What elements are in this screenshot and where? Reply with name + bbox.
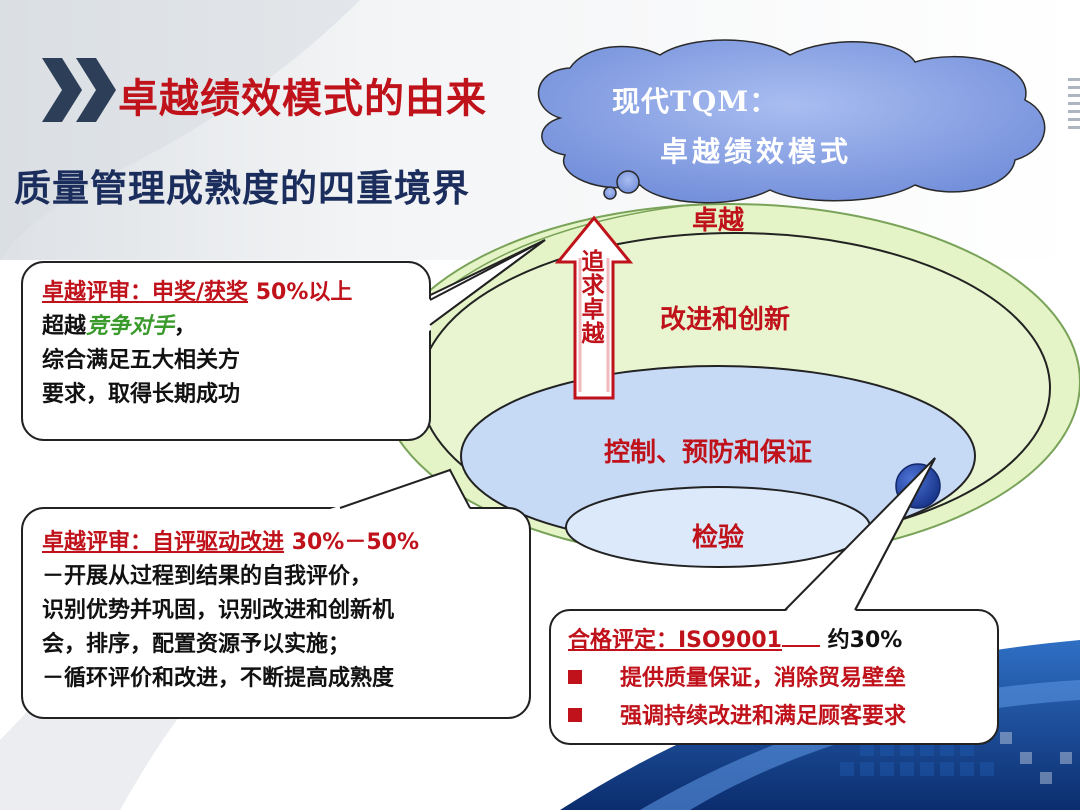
callout-2-percent: 30%－50% (291, 530, 420, 555)
callout-1-line-1-prefix: 超越 (42, 314, 87, 339)
cloud-line-1: 现代TQM： (612, 85, 779, 118)
pursue-excellence-arrow (554, 215, 634, 400)
cloud-shape (537, 39, 1046, 204)
callout-2-text: 卓越评审：自评驱动改进 30%－50% －开展从过程到结果的自我评价， 识别优势… (42, 526, 419, 696)
level-top-label: 卓越 (692, 206, 745, 236)
callout-2-line-4: －循环评价和改进，不断提高成熟度 (42, 666, 395, 691)
slide-title: 卓越绩效模式的由来 (118, 76, 487, 122)
competitor-emphasis: 竞争对手 (86, 314, 175, 339)
callout-3-bullet-1: 提供质量保证，消除贸易壁垒 (620, 666, 907, 691)
callout-3-percent: 约30% (827, 628, 903, 653)
callout-1-heading: 卓越评审：申奖/获奖 (42, 280, 249, 305)
level-improvement-label: 改进和创新 (660, 305, 791, 335)
red-square-bullet-icon (568, 708, 582, 722)
cloud-line-2: 卓越绩效模式 (660, 135, 853, 168)
callout-2-line-1: －开展从过程到结果的自我评价， (42, 564, 373, 589)
callout-2-line-2: 识别优势并巩固，识别改进和创新机 (42, 598, 395, 623)
callout-1-line-3: 要求，取得长期成功 (42, 382, 241, 407)
callout-3-heading: 合格评定：ISO9001 (568, 628, 782, 653)
callout-2-heading: 卓越评审：自评驱动改进 (42, 530, 285, 555)
level-inspection-label: 检验 (692, 523, 745, 553)
callout-box-2 (21, 507, 531, 719)
slide-subtitle: 质量管理成熟度的四重境界 (14, 167, 470, 210)
callout-2-line-3: 会，排序，配置资源予以实施； (42, 632, 351, 657)
arrow-label: 追求卓越 (581, 249, 605, 347)
callout-box-1 (21, 261, 431, 441)
red-square-bullet-icon (568, 670, 582, 684)
callout-1-text: 卓越评审：申奖/获奖 50%以上 超越竞争对手， 综合满足五大相关方 要求，取得… (42, 276, 352, 412)
callout-3-bullet-2: 强调持续改进和满足顾客要求 (620, 704, 907, 729)
callout-1-line-1-suffix: ， (174, 314, 197, 339)
callout-1-percent: 50%以上 (255, 280, 353, 305)
double-chevron-icon (42, 58, 116, 122)
callout-3-text: 合格评定：ISO9001 约30% 提供质量保证，消除贸易壁垒 强调持续改进和满… (568, 622, 906, 736)
level-control-label: 控制、预防和保证 (604, 438, 813, 468)
callout-1-line-2: 综合满足五大相关方 (42, 348, 241, 373)
callout-box-3 (549, 609, 999, 745)
